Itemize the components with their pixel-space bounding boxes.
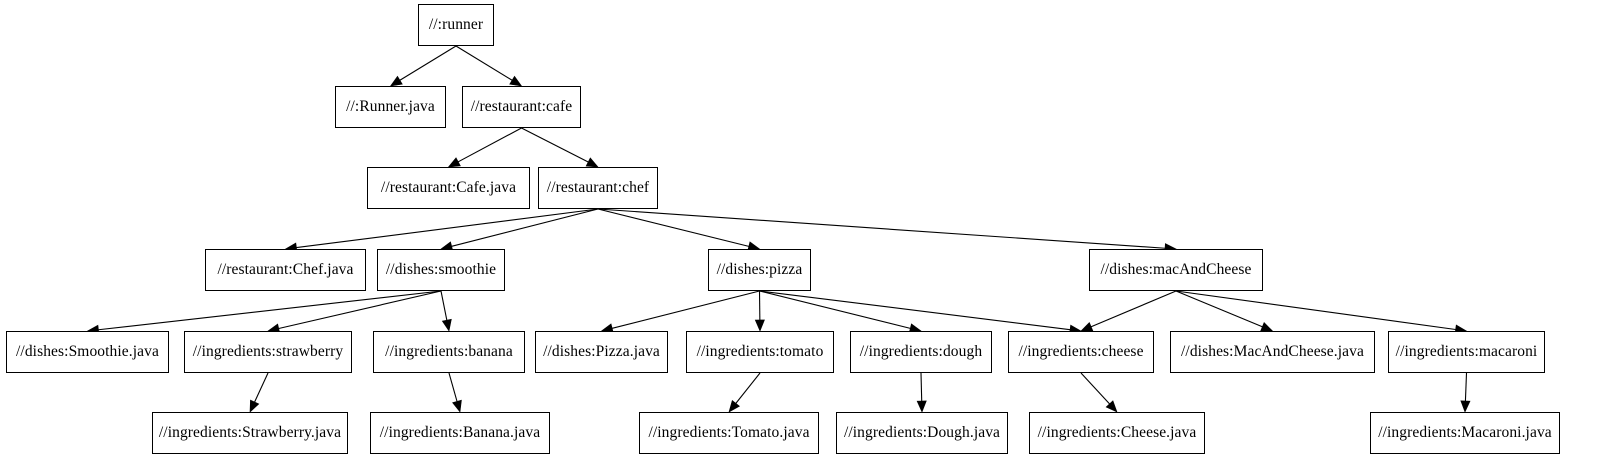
graph-node-label: //ingredients:strawberry [192,343,344,361]
graph-node-label: //ingredients:cheese [1018,343,1144,361]
graph-node-label: //ingredients:Macaroni.java [1378,424,1552,442]
graph-edge-dishes_macandchee-to-ing_cheese [1080,290,1177,332]
graph-node-label: //restaurant:Cafe.java [380,179,517,197]
graph-node-restaurant_chef[interactable]: //restaurant:chef [538,167,658,209]
graph-node-ing_cheese[interactable]: //ingredients:cheese [1008,331,1154,373]
graph-node-dishes_smoothie[interactable]: //dishes:smoothie [377,249,505,291]
graph-node-ing_tomato[interactable]: //ingredients:tomato [686,331,834,373]
graph-edge-restaurant_cafe-to-restaurant_chef [521,127,599,168]
graph-edge-runner-to-restaurant_cafe [455,45,523,87]
graph-node-label: //restaurant:Chef.java [217,261,354,279]
graph-node-tomato_java[interactable]: //ingredients:Tomato.java [639,412,819,454]
graph-edge-ing_dough-to-dough_java [916,372,927,413]
graph-node-label: //:Runner.java [346,98,435,116]
graph-edge-dishes_macandchee-to-ing_macaroni [1175,290,1468,335]
graph-node-pizza_java[interactable]: //dishes:Pizza.java [535,331,668,373]
graph-edge-restaurant_chef-to-chef_java [284,208,599,253]
graph-edge-dishes_pizza-to-ing_tomato [754,290,765,332]
graph-node-ing_strawberry[interactable]: //ingredients:strawberry [184,331,352,373]
graph-edge-ing_tomato-to-tomato_java [728,372,761,413]
graph-node-label: //ingredients:banana [385,343,513,361]
graph-node-macaroni_java[interactable]: //ingredients:Macaroni.java [1370,412,1560,454]
graph-node-label: //restaurant:cafe [470,98,573,116]
graph-node-ing_macaroni[interactable]: //ingredients:macaroni [1388,331,1545,373]
graph-node-label: //:runner [428,16,484,34]
graph-edge-ing_macaroni-to-macaroni_java [1460,372,1471,413]
graph-node-cheese_java[interactable]: //ingredients:Cheese.java [1029,412,1205,454]
graph-edge-dishes_smoothie-to-smoothie_java [86,290,442,335]
graph-node-label: //dishes:pizza [716,261,803,279]
graph-node-label: //ingredients:Cheese.java [1037,424,1197,442]
graph-node-label: //ingredients:dough [859,343,983,361]
graph-edge-dishes_macandchee-to-macandcheese_java [1175,290,1274,332]
graph-node-ing_dough[interactable]: //ingredients:dough [850,331,992,373]
graph-node-label: //ingredients:Tomato.java [648,424,810,442]
graph-edge-restaurant_cafe-to-cafe_java [447,127,522,168]
graph-edge-dishes_smoothie-to-ing_banana [440,290,452,332]
graph-node-label: //dishes:smoothie [385,261,497,279]
graph-edge-ing_strawberry-to-strawberry_java [249,372,269,413]
graph-node-runner_java[interactable]: //:Runner.java [335,86,446,128]
graph-node-dishes_macandchee[interactable]: //dishes:macAndCheese [1089,249,1263,291]
graph-node-label: //restaurant:chef [546,179,650,197]
graph-edge-ing_cheese-to-cheese_java [1080,372,1118,413]
graph-node-label: //ingredients:Strawberry.java [158,424,342,442]
graph-edge-dishes_pizza-to-ing_cheese [759,290,1082,335]
graph-node-cafe_java[interactable]: //restaurant:Cafe.java [367,167,530,209]
graph-node-banana_java[interactable]: //ingredients:Banana.java [370,412,550,454]
graph-node-dough_java[interactable]: //ingredients:Dough.java [836,412,1008,454]
graph-node-label: //dishes:Smoothie.java [16,343,159,361]
graph-node-label: //ingredients:tomato [696,343,824,361]
graph-node-label: //dishes:macAndCheese [1100,261,1252,279]
graph-node-label: //ingredients:Banana.java [379,424,541,442]
graph-node-strawberry_java[interactable]: //ingredients:Strawberry.java [152,412,348,454]
graph-node-restaurant_cafe[interactable]: //restaurant:cafe [462,86,581,128]
graph-edge-restaurant_chef-to-dishes_smoothie [440,208,599,252]
graph-edge-runner-to-runner_java [389,45,457,87]
graph-node-runner[interactable]: //:runner [418,4,494,46]
graph-edge-ing_banana-to-banana_java [448,372,462,413]
graph-node-label: //dishes:Pizza.java [543,343,660,361]
graph-node-smoothie_java[interactable]: //dishes:Smoothie.java [6,331,169,373]
graph-node-chef_java[interactable]: //restaurant:Chef.java [205,249,366,291]
graph-edge-dishes_pizza-to-pizza_java [600,290,760,334]
graph-node-label: //ingredients:macaroni [1395,343,1538,361]
graph-edge-restaurant_chef-to-dishes_pizza [597,208,761,252]
graph-edge-dishes_pizza-to-ing_dough [759,290,922,334]
graph-node-label: //dishes:MacAndCheese.java [1181,343,1364,361]
graph-node-dishes_pizza[interactable]: //dishes:pizza [708,249,811,291]
graph-node-ing_banana[interactable]: //ingredients:banana [373,331,525,373]
graph-node-macandcheese_java[interactable]: //dishes:MacAndCheese.java [1170,331,1375,373]
graph-edge-dishes_smoothie-to-ing_strawberry [267,290,442,334]
graph-node-label: //ingredients:Dough.java [843,424,1001,442]
